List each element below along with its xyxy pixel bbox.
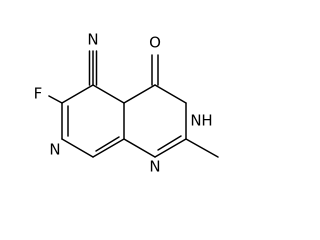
bond-n7-c8 [61,138,94,158]
bond-c2-n1-inner [157,135,182,151]
fluorine-bond [48,95,63,104]
atom-labels: N O F N H N N [34,31,213,176]
nh-h-label: H [201,112,212,130]
methyl-bond [185,138,219,158]
bond-n1-c8a [123,138,156,158]
chemical-structure-canvas: N O F N H N N [33,30,219,176]
pyrimidine-n-label: N [149,158,160,176]
nh-n-label: N [190,112,201,130]
nitrile-n-label: N [87,31,98,49]
bonds [48,50,219,158]
bond-c5-c6 [61,84,94,104]
fluorine-label: F [34,85,43,103]
molecule-diagram: N O F N H N N [34,31,219,176]
oxygen-label: O [149,34,161,52]
bond-c8-c8a [92,138,125,158]
bond-c5-c4a [92,84,125,104]
bond-c4a-c4 [123,84,156,104]
bond-c8-c8a-inner [95,136,120,152]
pyridine-n-label: N [49,141,60,159]
bond-c2-n1 [154,138,187,158]
bond-c4-n3 [154,84,187,104]
